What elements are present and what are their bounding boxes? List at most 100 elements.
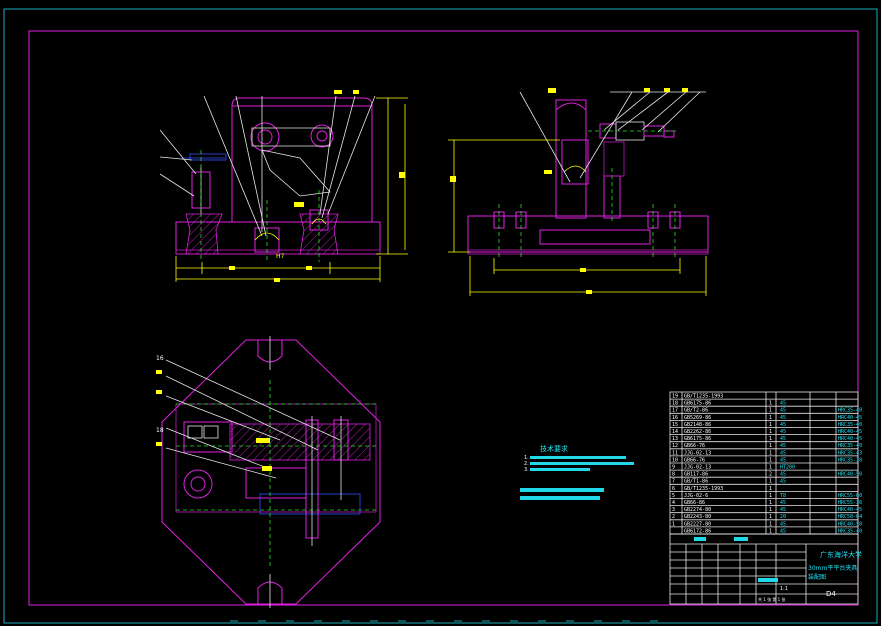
title-part-name: 30mm平平台夹具 xyxy=(808,564,857,572)
parts-cell-mat: 45 xyxy=(780,507,786,513)
parts-cell-qty: 1 xyxy=(769,401,772,407)
parts-cell-qty: 1 xyxy=(769,493,772,499)
parts-cell-mat: HT200 xyxy=(780,465,795,471)
parts-cell-no: 12 xyxy=(672,443,678,449)
parts-cell-qty: 1 xyxy=(769,415,772,421)
parts-cell-qty: 1 xyxy=(769,479,772,485)
front-view xyxy=(159,90,408,282)
parts-cell-qty: 1 xyxy=(769,443,772,449)
parts-cell-no: 18 xyxy=(672,401,678,407)
parts-cell-mat: 45 xyxy=(780,457,786,463)
title-drawing-type: 装配图 xyxy=(808,573,826,581)
parts-cell-qty: 1 xyxy=(769,500,772,506)
parts-cell-code: GB/T2-86 xyxy=(684,408,708,414)
title-footer: 共 1 张 第 1 张 xyxy=(758,596,785,602)
parts-cell-no: 2 xyxy=(672,514,675,520)
parts-cell-mat: 45 xyxy=(780,450,786,456)
parts-cell-code: GB6175-86 xyxy=(684,436,711,442)
tech-req-line-1: 1. xyxy=(524,455,529,461)
parts-cell-mat: 45 xyxy=(780,401,786,407)
parts-cell-no: 13 xyxy=(672,436,678,442)
parts-cell-code: GB/T1235-1993 xyxy=(684,486,723,492)
parts-cell-code: GB/T1235-1993 xyxy=(684,394,723,400)
parts-cell-note: HRC35-40 xyxy=(838,422,862,428)
parts-cell-mat: 45 xyxy=(780,422,786,428)
parts-cell-qty: 1 xyxy=(769,465,772,471)
parts-cell-code: GB2148-86 xyxy=(684,422,711,428)
parts-cell-note: HRC40-45 xyxy=(838,436,862,442)
parts-cell-note: HRC35-40 xyxy=(838,408,862,414)
parts-cell-note: HRC35-43 xyxy=(838,450,862,456)
parts-cell-note: HRC40-45 xyxy=(838,507,862,513)
parts-cell-code: GB5269-86 xyxy=(684,415,711,421)
parts-cell-qty: 1 xyxy=(769,457,772,463)
parts-cell-code: JJG-02-13 xyxy=(684,450,711,456)
parts-cell-note: HRC35-38 xyxy=(838,457,862,463)
title-school: 广东海洋大学 xyxy=(820,550,862,559)
parts-cell-mat: 45 xyxy=(780,500,786,506)
parts-cell-qty: 1 xyxy=(769,450,772,456)
parts-cell-mat: 20 xyxy=(780,514,786,520)
parts-cell-code: GB2243-80 xyxy=(684,514,711,520)
parts-cell-no: 16 xyxy=(672,415,678,421)
parts-cell-qty: 1 xyxy=(769,429,772,435)
parts-cell-note: HRC40-50 xyxy=(838,472,862,478)
parts-cell-note: HRC40-50 xyxy=(838,521,862,527)
parts-cell-code: GB2262-86 xyxy=(684,429,711,435)
parts-cell-code: GB117-86 xyxy=(684,472,708,478)
parts-cell-no: 14 xyxy=(672,429,678,435)
front-view-fit-label: H7 xyxy=(276,253,285,260)
parts-cell-no: 6 xyxy=(672,486,675,492)
parts-cell-qty: 1 xyxy=(769,507,772,513)
parts-cell-code: GB2227-80 xyxy=(684,521,711,527)
parts-cell-no: 9 xyxy=(672,465,675,471)
outer-border xyxy=(3,8,878,624)
top-view-label-18: 18 xyxy=(156,427,164,434)
parts-cell-mat: 45 xyxy=(780,528,786,534)
parts-cell-code: JJG-02-13 xyxy=(684,465,711,471)
parts-cell-qty: 1 xyxy=(769,486,772,492)
parts-cell-qty: 1 xyxy=(769,436,772,442)
tech-req-line-2: 2. xyxy=(524,461,529,467)
top-view-label-16: 16 xyxy=(156,355,164,362)
tech-req-line-3: 3. xyxy=(524,467,529,473)
parts-cell-qty: 2 xyxy=(769,472,772,478)
parts-cell-mat: 45 xyxy=(780,415,786,421)
parts-cell-no: 7 xyxy=(672,479,675,485)
parts-cell-code: GB66-86 xyxy=(684,500,705,506)
parts-cell-qty: 1 xyxy=(769,422,772,428)
parts-cell-qty: 1 xyxy=(769,528,772,534)
parts-cell-no: 1 xyxy=(672,521,675,527)
parts-cell-no: 10 xyxy=(672,457,678,463)
parts-cell-note: HRC35-40 xyxy=(838,443,862,449)
tech-req-title: 技术要求 xyxy=(540,444,568,453)
parts-cell-mat: 45 xyxy=(780,436,786,442)
parts-cell-mat: 45 xyxy=(780,479,786,485)
parts-cell-qty: 1 xyxy=(769,521,772,527)
parts-cell-no: 19 xyxy=(672,394,678,400)
title-sheet: D4 xyxy=(826,590,836,598)
parts-cell-mat: 45 xyxy=(780,408,786,414)
parts-cell-mat: 45 xyxy=(780,429,786,435)
side-view xyxy=(448,88,709,296)
parts-cell-no: 17 xyxy=(672,408,678,414)
parts-cell-code: GB6175-86 xyxy=(684,401,711,407)
parts-cell-mat: T8 xyxy=(780,493,786,499)
parts-cell-code: GB2274-80 xyxy=(684,507,711,513)
parts-cell-code: GB66-76 xyxy=(684,443,705,449)
parts-cell-note: HRC40-45 xyxy=(838,415,862,421)
parts-cell-mat: 45 xyxy=(780,472,786,478)
parts-cell-no: 8 xyxy=(672,472,675,478)
parts-cell-no: 15 xyxy=(672,422,678,428)
parts-cell-note: HRC58-64 xyxy=(838,514,862,520)
parts-cell-mat: 45 xyxy=(780,443,786,449)
title-scale: 1:1 xyxy=(780,586,788,592)
drawing-frame xyxy=(28,30,859,606)
parts-cell-note: HRC35-40 xyxy=(838,528,862,534)
parts-cell-code: JJG-02-6 xyxy=(684,493,708,499)
parts-cell-mat: 45 xyxy=(780,521,786,527)
parts-cell-note: HRC55-60 xyxy=(838,493,862,499)
parts-cell-no: 3 xyxy=(672,507,675,513)
